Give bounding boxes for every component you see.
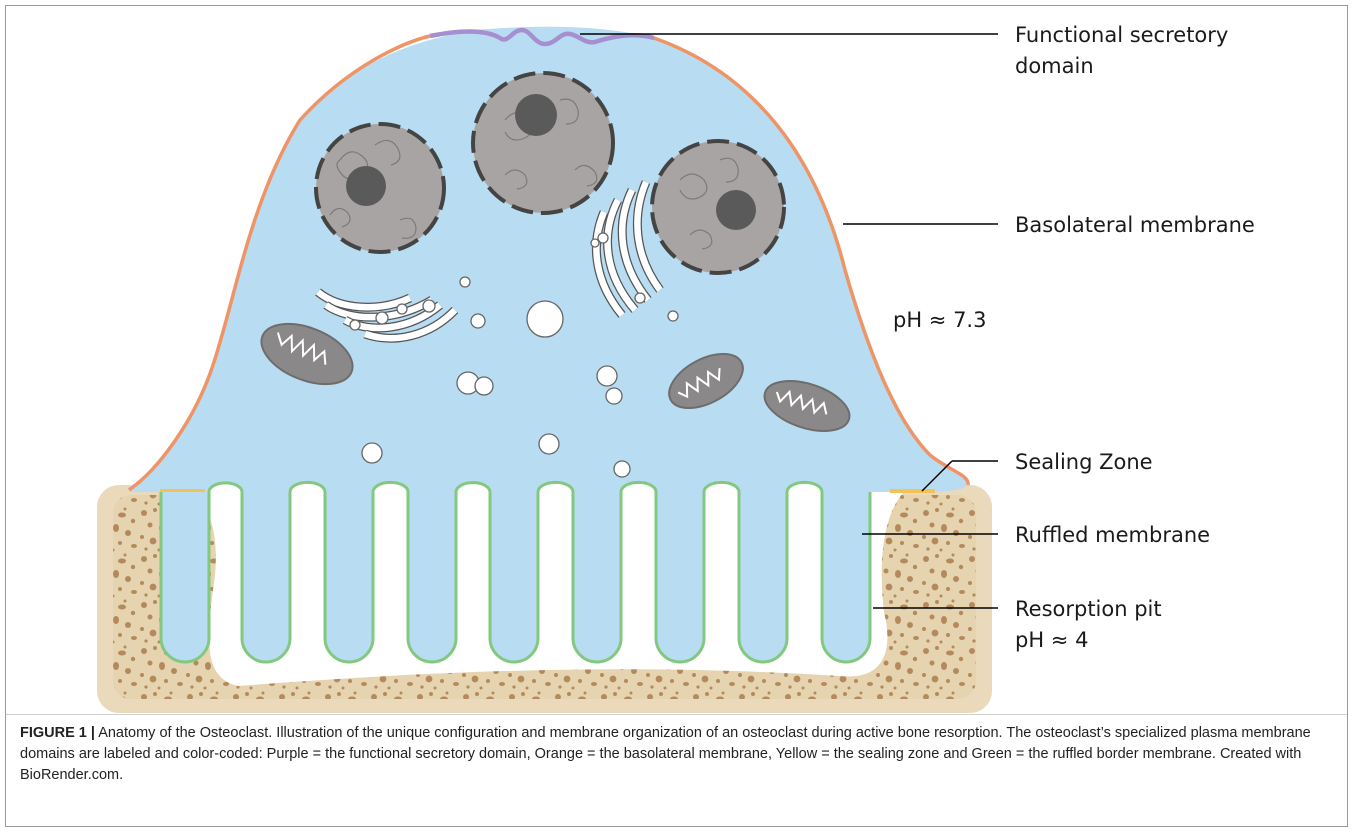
ruffled-arch: [538, 482, 573, 492]
label-line: Resorption pit: [1015, 597, 1162, 621]
label-line: Sealing Zone: [1015, 450, 1153, 474]
label-functional-secretory: Functional secretory domain: [1015, 23, 1228, 78]
nucleus-right: [652, 141, 784, 273]
figure-id: FIGURE 1 |: [20, 725, 95, 741]
label-basolateral: Basolateral membrane: [1015, 213, 1255, 237]
resorption-pit: [183, 488, 908, 686]
ruffled-finger: [242, 492, 290, 662]
label-ph-cell: pH ≈ 7.3: [893, 308, 986, 332]
ruffled-arch: [704, 482, 739, 492]
figure-caption: FIGURE 1 | Anatomy of the Osteoclast. Il…: [20, 723, 1336, 786]
ruffled-finger: [161, 492, 209, 662]
label-sealing-zone: Sealing Zone: [1015, 450, 1153, 474]
nucleus-left: [316, 124, 444, 252]
ruffled-finger: [490, 492, 538, 662]
ruffled-membrane: [161, 482, 870, 662]
caption-divider: [6, 714, 1347, 715]
label-line: Functional secretory: [1015, 23, 1228, 47]
ruffled-arch: [209, 483, 242, 492]
ruffled-finger: [739, 492, 787, 662]
ruffled-finger: [656, 492, 704, 662]
label-resorption-pit: Resorption pit pH ≈ 4: [1015, 597, 1162, 652]
ruffled-finger: [573, 492, 621, 662]
label-line: pH ≈ 4: [1015, 628, 1088, 652]
ruffled-arch: [456, 483, 490, 492]
ruffled-arch: [621, 482, 656, 492]
nucleus-center: [473, 73, 613, 213]
label-line: domain: [1015, 54, 1094, 78]
label-line: pH ≈ 7.3: [893, 308, 986, 332]
label-line: Basolateral membrane: [1015, 213, 1255, 237]
ruffled-finger: [325, 492, 373, 662]
ruffled-arch: [787, 482, 822, 492]
ruffled-finger: [408, 492, 456, 662]
caption-text: Anatomy of the Osteoclast. Illustration …: [20, 725, 1311, 783]
ruffled-finger: [822, 492, 870, 662]
ruffled-arch: [290, 482, 325, 492]
label-ruffled: Ruffled membrane: [1015, 523, 1210, 547]
ruffled-arch: [373, 482, 408, 492]
label-line: Ruffled membrane: [1015, 523, 1210, 547]
